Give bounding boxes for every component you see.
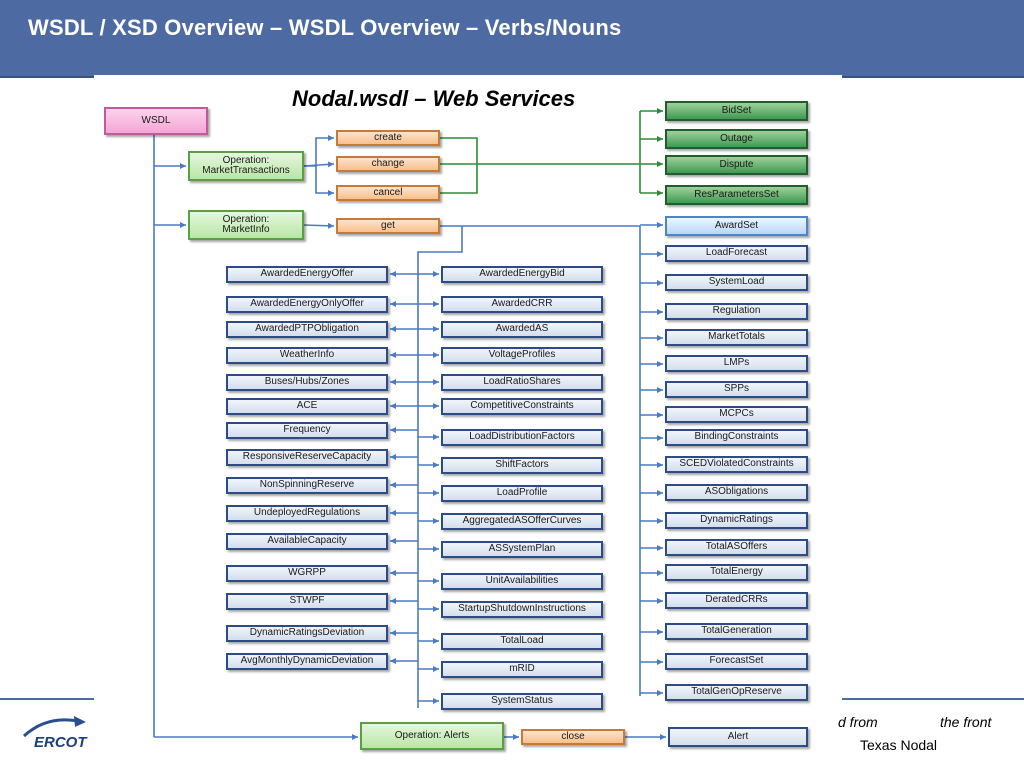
node-op-alerts: Operation: Alerts — [360, 722, 504, 750]
noun-awardedenergyoffer: AwardedEnergyOffer — [226, 266, 388, 283]
node-create: create — [336, 130, 440, 146]
noun-loadforecast: LoadForecast — [665, 245, 808, 262]
noun-regulation: Regulation — [665, 303, 808, 320]
footer-text-fragment-left: d from — [838, 714, 878, 730]
noun-totalgeneration: TotalGeneration — [665, 623, 808, 640]
noun-awardedas: AwardedAS — [441, 321, 603, 338]
noun-awardedenergybid: AwardedEnergyBid — [441, 266, 603, 283]
noun-totalenergy: TotalEnergy — [665, 564, 808, 581]
noun-systemload: SystemLoad — [665, 274, 808, 291]
node-alert: Alert — [668, 727, 808, 747]
noun-loadprofile: LoadProfile — [441, 485, 603, 502]
noun-totalasoffers: TotalASOffers — [665, 539, 808, 556]
header-bar: WSDL / XSD Overview – WSDL Overview – Ve… — [0, 0, 1024, 76]
noun-awardedptpobligation: AwardedPTPObligation — [226, 321, 388, 338]
noun-awardedenergyonlyoffer: AwardedEnergyOnlyOffer — [226, 296, 388, 313]
noun-responsivereservecapacity: ResponsiveReserveCapacity — [226, 449, 388, 466]
noun-availablecapacity: AvailableCapacity — [226, 533, 388, 550]
noun-weatherinfo: WeatherInfo — [226, 347, 388, 364]
noun-deratedcrrs: DeratedCRRs — [665, 592, 808, 609]
ercot-logo-text: ERCOT — [34, 734, 88, 751]
to-get-arrow — [303, 222, 335, 229]
noun-lmps: LMPs — [665, 355, 808, 372]
noun-totalgenopreserve: TotalGenOpReserve — [665, 684, 808, 701]
noun-aggregatedasoffercurves: AggregatedASOfferCurves — [441, 513, 603, 530]
node-change: change — [336, 156, 440, 172]
ercot-logo: ERCOT — [22, 716, 88, 751]
noun-systemstatus: SystemStatus — [441, 693, 603, 710]
noun-markettotals: MarketTotals — [665, 329, 808, 346]
to-create-arrow — [304, 135, 334, 167]
middle-bus-line — [417, 226, 463, 708]
noun-dynamicratings: DynamicRatings — [665, 512, 808, 529]
noun-loaddistributionfactors: LoadDistributionFactors — [441, 429, 603, 446]
node-wsdl: WSDL — [104, 107, 208, 135]
node-op-market-transactions: Operation: MarketTransactions — [188, 151, 304, 181]
noun-mcpcs: MCPCs — [665, 406, 808, 423]
node-cancel: cancel — [336, 185, 440, 201]
noun-resparametersset: ResParametersSet — [665, 185, 808, 205]
node-get: get — [336, 218, 440, 234]
noun-totalload: TotalLoad — [441, 633, 603, 650]
to-change-arrow — [303, 161, 335, 168]
noun-wgrpp: WGRPP — [226, 565, 388, 582]
noun-bidset: BidSet — [665, 101, 808, 121]
noun-frequency: Frequency — [226, 422, 388, 439]
noun-outage: Outage — [665, 129, 808, 149]
noun-ace: ACE — [226, 398, 388, 415]
noun-nonspinningreserve: NonSpinningReserve — [226, 477, 388, 494]
footer-text-fragment-right: the front — [940, 714, 992, 730]
noun-unitavailabilities: UnitAvailabilities — [441, 573, 603, 590]
noun-voltageprofiles: VoltageProfiles — [441, 347, 603, 364]
noun-avgmonthlydynamicdeviation: AvgMonthlyDynamicDeviation — [226, 653, 388, 670]
noun-undeployedregulations: UndeployedRegulations — [226, 505, 388, 522]
noun-spps: SPPs — [665, 381, 808, 398]
noun-startupshutdowninstructions: StartupShutdownInstructions — [441, 601, 603, 618]
noun-loadratioshares: LoadRatioShares — [441, 374, 603, 391]
node-close: close — [521, 729, 625, 745]
noun-dispute: Dispute — [665, 155, 808, 175]
noun-buses-hubs-zones: Buses/Hubs/Zones — [226, 374, 388, 391]
noun-asobligations: ASObligations — [665, 484, 808, 501]
noun-awardset: AwardSet — [665, 216, 808, 236]
noun-scedviolatedconstraints: SCEDViolatedConstraints — [665, 456, 808, 473]
node-op-market-info: Operation: MarketInfo — [188, 210, 304, 240]
noun-competitiveconstraints: CompetitiveConstraints — [441, 398, 603, 415]
diagram-title: Nodal.wsdl – Web Services — [292, 86, 576, 111]
noun-mrid: mRID — [441, 661, 603, 678]
noun-dynamicratingsdeviation: DynamicRatingsDeviation — [226, 625, 388, 642]
verb-bracket-line — [440, 137, 478, 194]
noun-forecastset: ForecastSet — [665, 653, 808, 670]
noun-stwpf: STWPF — [226, 593, 388, 610]
noun-bindingconstraints: BindingConstraints — [665, 429, 808, 446]
page-title: WSDL / XSD Overview – WSDL Overview – Ve… — [28, 15, 622, 40]
noun-shiftfactors: ShiftFactors — [441, 457, 603, 474]
footer-org-name: Texas Nodal — [860, 737, 938, 753]
noun-assystemplan: ASSystemPlan — [441, 541, 603, 558]
noun-awardedcrr: AwardedCRR — [441, 296, 603, 313]
to-cancel-arrow — [315, 166, 334, 196]
